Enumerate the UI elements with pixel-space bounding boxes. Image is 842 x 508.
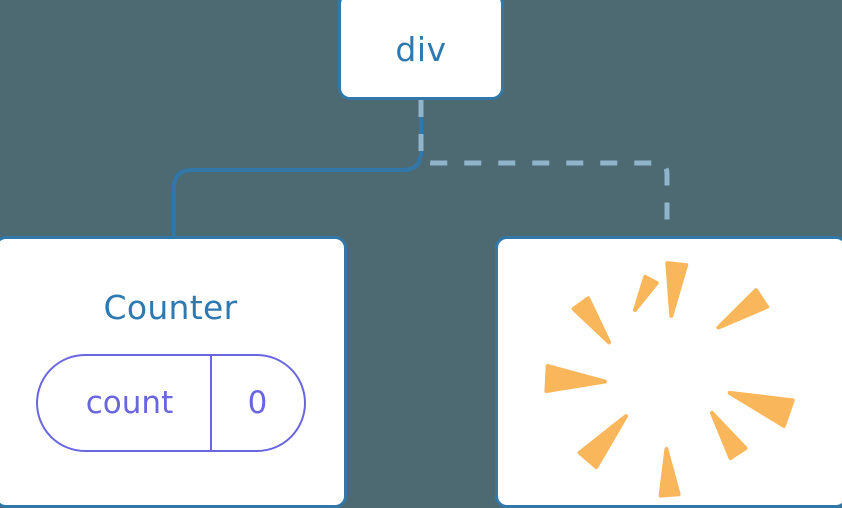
sparkle-ray <box>577 414 628 470</box>
edge-div-to-counter <box>172 98 423 239</box>
sparkle-ray <box>716 288 770 330</box>
sparkle-node[interactable] <box>495 236 842 508</box>
sparkle-ray <box>571 296 612 345</box>
edge-div-to-sparkle <box>418 100 670 237</box>
sparkle-ray <box>665 261 689 318</box>
sparkle-ray <box>658 447 681 498</box>
sparkle-ray <box>727 390 795 428</box>
counter-state-pill[interactable]: count 0 <box>35 354 306 452</box>
div-node[interactable]: div <box>338 0 504 100</box>
sparkle-ray <box>633 274 659 312</box>
counter-node[interactable]: Counter count 0 <box>0 236 347 508</box>
sparkle-ray <box>709 410 748 460</box>
counter-node-label: Counter <box>103 288 238 327</box>
sparkle-burst-icon <box>544 261 795 498</box>
counter-state-value: 0 <box>209 356 304 450</box>
div-node-label: div <box>395 29 447 69</box>
sparkle-ray <box>544 364 607 393</box>
counter-state-key: count <box>85 384 174 421</box>
